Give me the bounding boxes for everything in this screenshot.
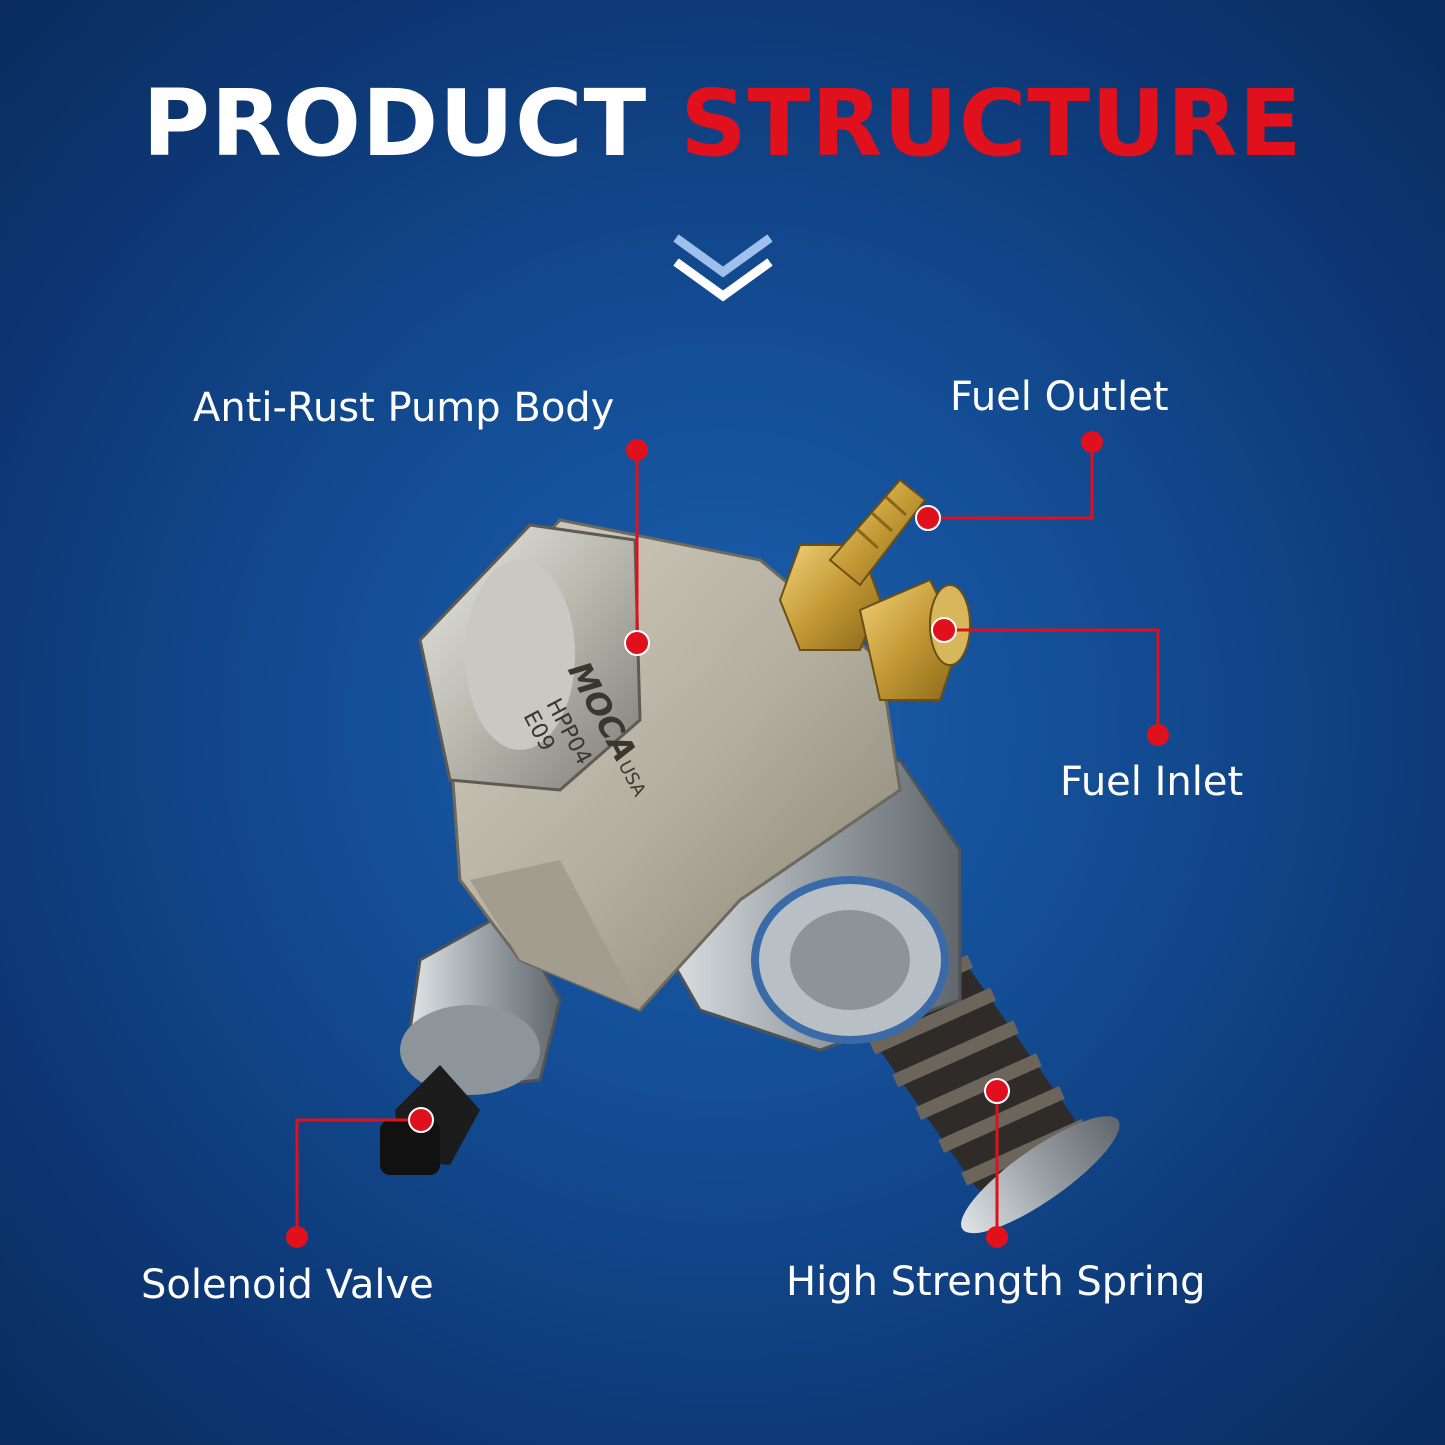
label-fuel-outlet: Fuel Outlet [950,374,1169,420]
title-part-red: STRUCTURE [680,70,1303,177]
chevron-double-down-icon [673,234,773,302]
label-pump-body: Anti-Rust Pump Body [193,385,615,431]
pump-body: MOCA USA HPP04 E09 [418,518,902,1012]
callout-dots [286,431,1169,1248]
flange [658,758,962,1052]
brass-fittings [778,478,971,701]
label-fuel-inlet: Fuel Inlet [1060,759,1244,805]
title-part-white: PRODUCT [142,70,648,177]
callout-lines [295,442,1160,1237]
page-title: PRODUCT STRUCTURE [0,78,1445,170]
label-spring: High Strength Spring [786,1259,1206,1305]
label-solenoid-valve: Solenoid Valve [141,1262,434,1308]
